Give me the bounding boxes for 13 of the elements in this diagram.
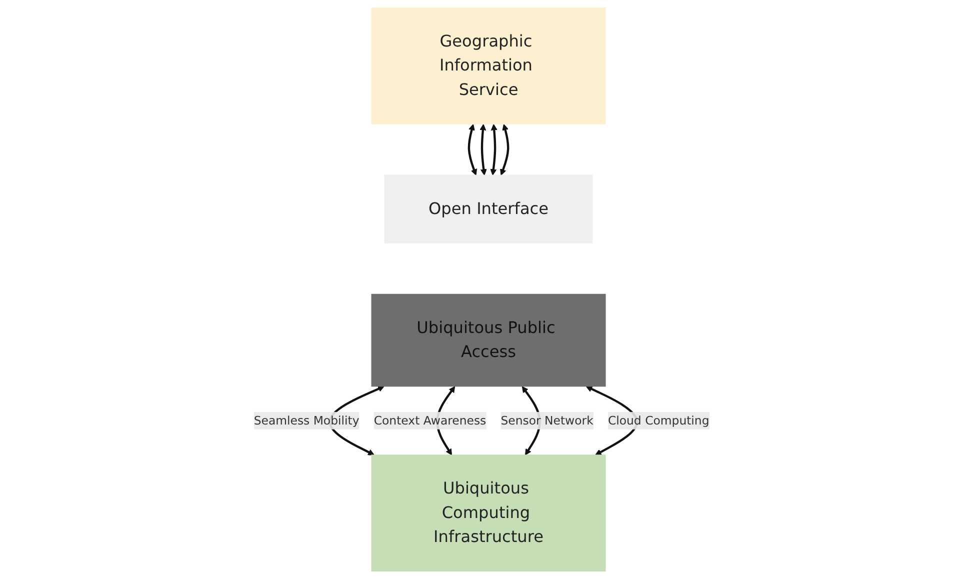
- arrow: [468, 124, 478, 176]
- edge-label: Cloud Computing: [608, 413, 710, 428]
- layer-diagram: Seamless Mobility Context Awareness Sensor Network Cloud Computing Geographic Information Service Open Interface Ubiquitous Public Access Ubiquitous Computing Infrastructure: [248, 2, 716, 577]
- node-box: [384, 174, 594, 244]
- node-box: [372, 294, 606, 387]
- node-box: [372, 454, 606, 572]
- edge-label: Context Awareness: [374, 413, 487, 428]
- arrow: [490, 124, 498, 176]
- edge-label: Sensor Network: [501, 413, 594, 428]
- arrow: [480, 124, 488, 176]
- arrow: [500, 124, 510, 176]
- node-box: [372, 7, 606, 124]
- edge-label: Seamless Mobility: [254, 413, 360, 428]
